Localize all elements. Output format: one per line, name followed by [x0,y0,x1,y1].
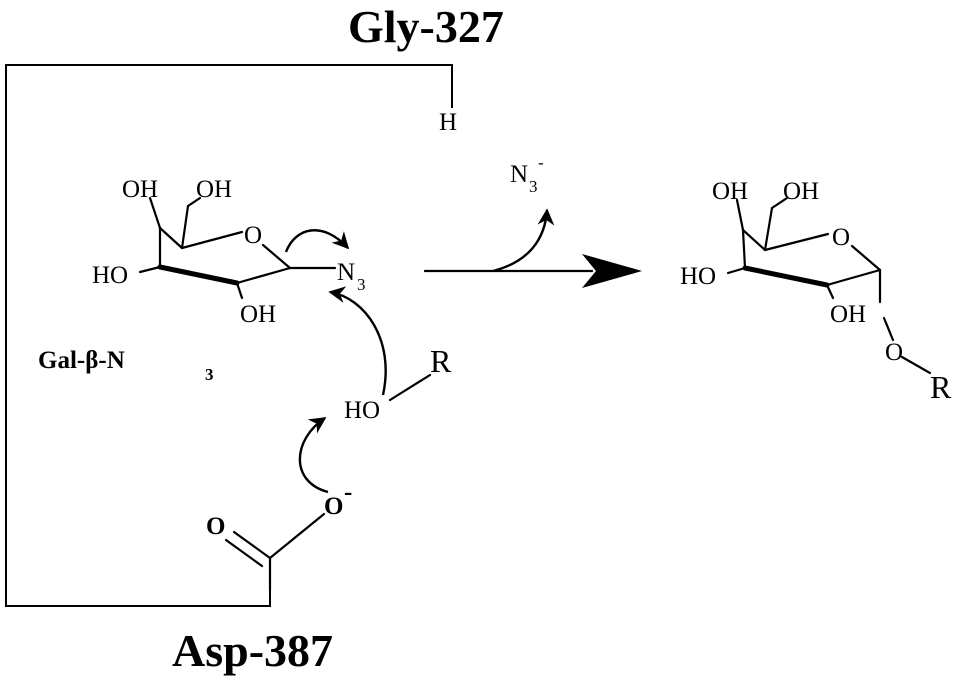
product-galactoside-structure [726,196,932,375]
asp-co-minus-bond [268,512,326,560]
leaving-n-label: N [510,161,528,188]
prod-glyco-o-label: O [885,339,903,366]
gly-h-label: H [439,109,457,136]
gly-327-label: Gly-327 [348,1,504,52]
active-site-frame [5,64,453,607]
sub-ring-o-label: O [244,222,262,249]
substrate-ring-right [261,243,292,270]
product-ring-front [742,265,830,288]
p-c2-oh-bond [825,283,835,300]
p-c6-oh-bond [770,196,789,210]
substrate-name-subscript: 3 [205,365,214,384]
aspartate-carboxylate [224,512,326,592]
asp-oxyanion-o-label: O [324,493,343,520]
sub-oh3-label: HO [92,262,128,289]
prod-ring-o-label: O [832,224,850,251]
p-c4-oh-bond [735,198,745,232]
leaving-n-charge: - [538,153,544,172]
leaving-n-subscript: 3 [529,177,538,196]
sub-azide-n-label: N [337,259,355,286]
asp-carbonyl-o-label: O [206,513,225,540]
sub-oh2-label: OH [240,301,276,328]
substrate-name-label: Gal-β-N [38,347,125,374]
sub-oh6-label: OH [196,176,232,203]
product-ring-lower [825,268,882,287]
asp-co-bond-2 [224,538,264,568]
product-ring-upper [741,228,830,252]
product-ring-left [741,228,747,270]
c3-oh-bond [138,265,162,274]
galactose-azide-structure [138,196,337,300]
sub-oh4-label: OH [122,176,158,203]
nucleophile-r-label: R [430,343,452,379]
asp-co-bond-1 [232,530,272,560]
substrate-ring-lower [235,266,292,285]
product-ring-right [850,244,882,272]
deprotonation-arrow [298,417,329,494]
leaving-group-branch [492,208,555,273]
nucleophilic-attack-arrow [328,286,387,396]
c4-oh-bond [148,196,162,230]
c5-c6-bond [180,204,190,250]
prod-oh2-label: OH [830,301,866,328]
prod-oh3-label: HO [680,263,716,290]
nucleophile-o-r-bond [388,373,432,402]
p-c1-o-lower [882,316,895,342]
substrate-ring-upper [158,226,244,250]
prod-oh4-label: OH [712,178,748,205]
c6-oh-bond [186,196,202,208]
asp-387-label: Asp-387 [172,625,333,676]
p-o-r-bond [900,355,932,375]
substrate-ring-front [157,264,240,286]
asp-charge-label: - [344,479,352,506]
c2-oh-bond [235,281,244,300]
sub-azide-subscript: 3 [357,275,366,294]
nucleophile-ho-label: HO [344,397,380,424]
azide-departure-arrow [284,229,350,253]
prod-r-label: R [930,369,952,405]
reaction-arrowhead [582,254,642,288]
p-c5-c6-bond [763,206,774,252]
prod-oh6-label: OH [783,178,819,205]
p-c3-oh-bond [726,266,747,275]
